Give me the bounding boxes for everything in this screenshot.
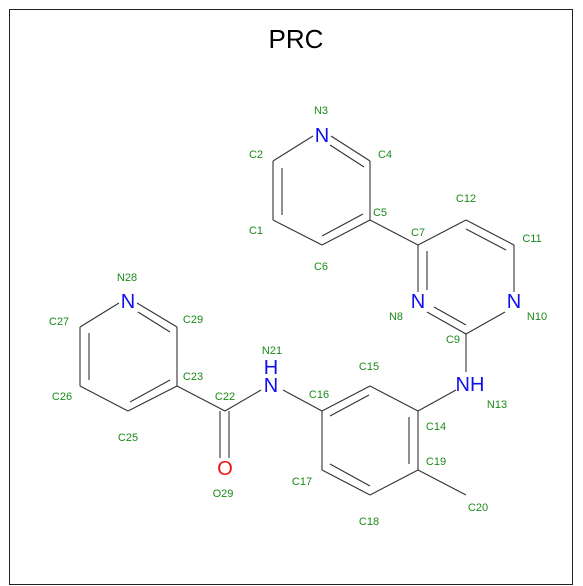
atom-label-c16: C16 <box>309 389 329 401</box>
atom-label-c20: C20 <box>468 502 488 514</box>
atom-label-c26: C26 <box>52 391 72 403</box>
atom-label-c23: C23 <box>183 371 203 383</box>
atom-label-c4: C4 <box>378 149 392 161</box>
atom-label-n28: N28 <box>117 272 137 284</box>
atom-label-o29: O29 <box>213 488 234 500</box>
bonds <box>79 135 515 496</box>
element-symbols: N N N NH N NH H N O <box>121 125 521 480</box>
atom-label-c25: C25 <box>118 432 138 444</box>
atom-label-n10: N10 <box>527 311 547 323</box>
diagram-title: PRC <box>269 24 324 54</box>
atom-label-c9: C9 <box>446 334 460 346</box>
nitrogen-n13-symbol: NH <box>456 374 485 396</box>
atom-label-n3: N3 <box>314 105 328 117</box>
nitrogen-n21-hydrogen: H <box>264 357 278 379</box>
atom-label-c15: C15 <box>359 361 379 373</box>
atom-label-c2: C2 <box>249 149 263 161</box>
atom-label-c1: C1 <box>249 225 263 237</box>
atom-label-c18: C18 <box>359 516 379 528</box>
oxygen-o29-symbol: O <box>217 458 233 480</box>
atom-labels: C1 C2 N3 C4 C5 C6 C7 N8 C9 N10 C11 C12 N… <box>49 105 547 528</box>
atom-label-c19: C19 <box>426 456 446 468</box>
nitrogen-n10-symbol: N <box>507 291 521 313</box>
atom-label-c7: C7 <box>411 227 425 239</box>
atom-label-c11: C11 <box>522 233 541 245</box>
atom-label-c27: C27 <box>49 316 69 328</box>
diagram-frame <box>9 9 573 585</box>
atom-label-c12: C12 <box>456 193 476 205</box>
atom-label-c6: C6 <box>314 261 328 273</box>
atom-label-c22: C22 <box>215 391 235 403</box>
atom-label-c14: C14 <box>426 421 446 433</box>
nitrogen-n8-symbol: N <box>411 291 425 313</box>
atom-label-c29: C29 <box>183 314 203 326</box>
atom-label-n13: N13 <box>487 399 507 411</box>
nitrogen-n28-symbol: N <box>121 291 135 313</box>
nitrogen-n21-symbol: N <box>264 375 278 397</box>
atom-label-c5: C5 <box>373 207 387 219</box>
atom-label-c17: C17 <box>292 476 312 488</box>
nitrogen-n3-symbol: N <box>315 125 329 147</box>
atom-label-n8: N8 <box>389 311 403 323</box>
atom-label-n21: N21 <box>262 345 282 357</box>
